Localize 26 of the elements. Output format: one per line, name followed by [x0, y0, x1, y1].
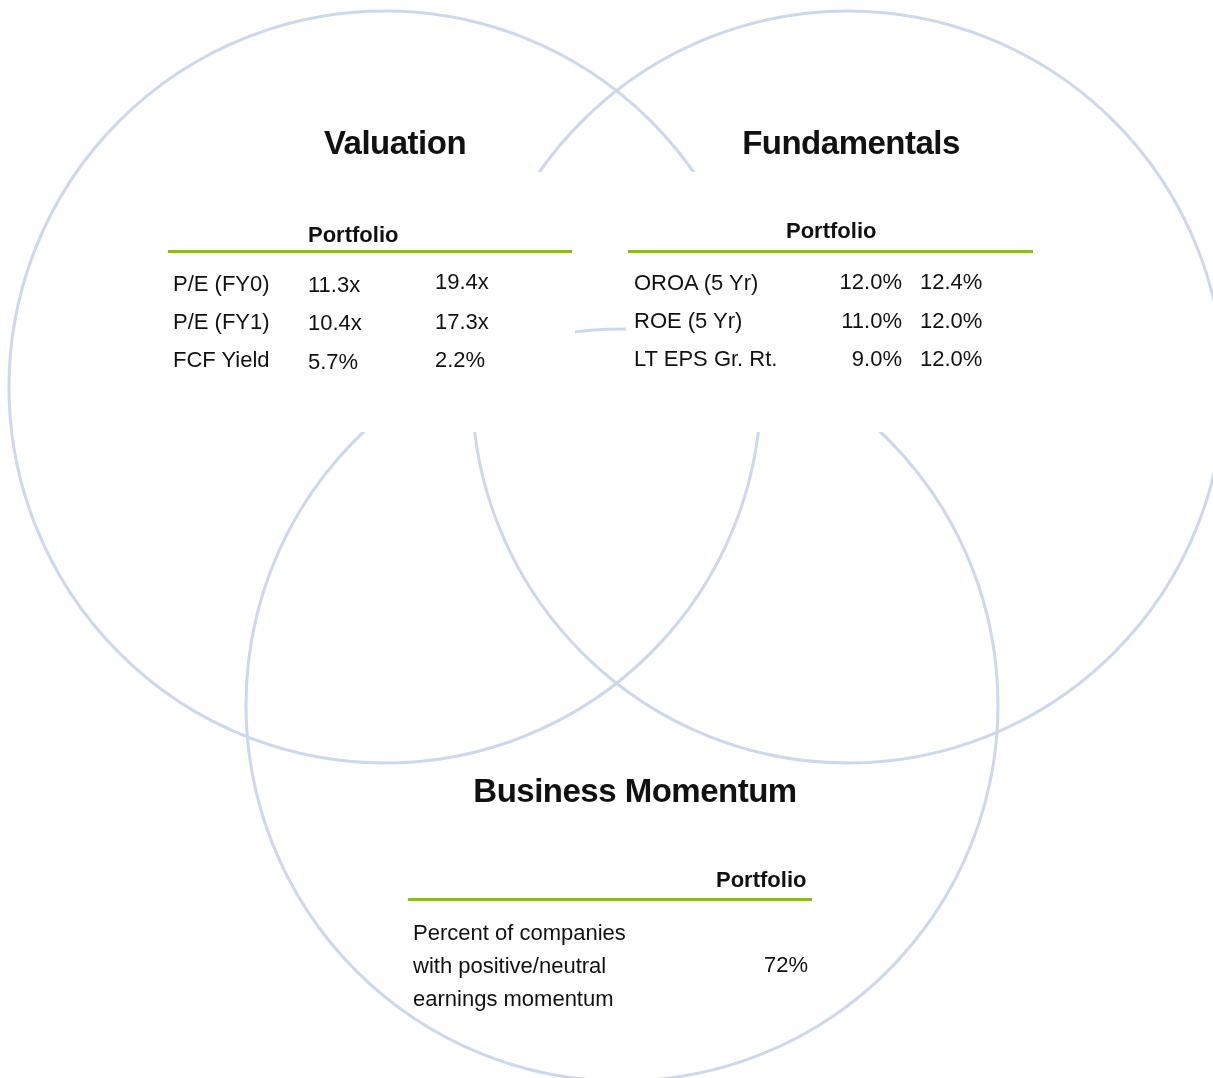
table-cell: 11.0% — [841, 308, 902, 334]
table-cell: LT EPS Gr. Rt. — [634, 346, 778, 372]
table-cell: 12.0% — [920, 308, 983, 334]
table-cell: FCF Yield — [173, 347, 270, 373]
table-cell: P/E (FY1) — [173, 309, 270, 335]
table-cell-text: Percent of companies with positive/neutral earnings momentum — [413, 919, 627, 1013]
table-cell: 12.0% — [839, 269, 902, 295]
table-cell: 11.3x — [308, 272, 361, 298]
column-header: Portfolio — [716, 867, 807, 893]
table-cell: 12.0% — [920, 346, 983, 372]
column-header: Portfolio — [308, 222, 399, 248]
table-cell: 5.7% — [308, 349, 359, 375]
table-cell: 17.3x — [435, 309, 489, 335]
table-cell: 10.4x — [308, 310, 362, 336]
table-cell: 72% — [763, 952, 808, 978]
table-cell: ROE (5 Yr) — [634, 308, 743, 334]
table-cell: P/E (FY0) — [173, 271, 270, 297]
section-heading: Valuation — [323, 124, 467, 162]
table-cell: 9.0% — [851, 346, 902, 372]
table-cell: 19.4x — [435, 269, 489, 295]
column-header: Portfolio — [786, 218, 877, 244]
section-heading: Business Momentum — [473, 772, 797, 810]
section-heading: Fundamentals — [742, 124, 960, 162]
table-cell: 12.4% — [920, 269, 983, 295]
table-cell: 2.2% — [435, 347, 486, 373]
table-cell: OROA (5 Yr) — [634, 270, 759, 296]
